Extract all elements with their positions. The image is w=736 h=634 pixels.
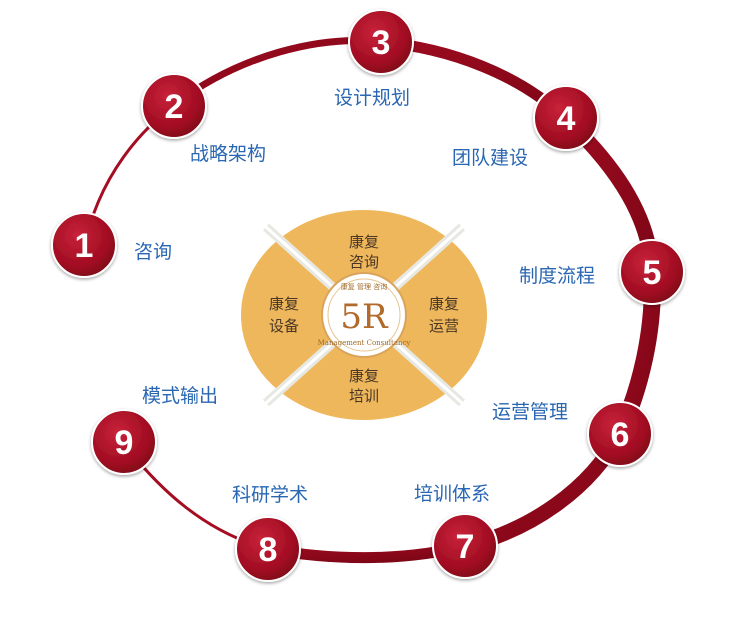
step-number-6: 6	[611, 416, 630, 454]
step-label-4: 团队建设	[452, 147, 528, 169]
step-label-9: 模式输出	[142, 385, 218, 407]
step-label-6: 运营管理	[492, 401, 568, 423]
quadrant-right-line1: 康复	[429, 295, 459, 313]
quadrant-top-line1: 康复	[349, 233, 379, 251]
step-label-1: 咨询	[134, 241, 172, 263]
quadrant-top: 康复 咨询	[349, 233, 379, 271]
step-number-2: 2	[165, 88, 184, 126]
quadrant-left-line2: 设备	[269, 317, 299, 335]
step-number-3: 3	[372, 24, 391, 62]
quadrant-bottom-line2: 培训	[349, 387, 379, 405]
step-badge-5: 5	[619, 239, 685, 305]
step-number-5: 5	[643, 254, 662, 292]
step-number-4: 4	[557, 100, 576, 138]
quadrant-right-line2: 运营	[429, 317, 459, 335]
step-number-7: 7	[456, 528, 475, 566]
quadrant-bottom: 康复 培训	[349, 367, 379, 405]
emblem-bottom-text: Management Consultancy	[318, 339, 411, 347]
step-badge-8: 8	[235, 516, 301, 582]
step-number-9: 9	[115, 424, 134, 462]
quadrant-top-line2: 咨询	[349, 253, 379, 271]
emblem-inner-ring	[327, 278, 401, 352]
step-badge-7: 7	[432, 513, 498, 579]
step-badge-6: 6	[587, 401, 653, 467]
step-label-2: 战略架构	[190, 143, 266, 165]
quadrant-left-line1: 康复	[269, 295, 299, 313]
step-label-7: 培训体系	[414, 483, 490, 505]
step-number-8: 8	[259, 531, 278, 569]
step-badge-4: 4	[533, 85, 599, 151]
step-badge-2: 2	[141, 73, 207, 139]
step-badge-1: 1	[51, 212, 117, 278]
step-badge-9: 9	[91, 409, 157, 475]
emblem-5r: 5R	[340, 297, 389, 337]
center-5r-diagram: 康复 管理 咨询 5R Management Consultancy 康复 咨询…	[241, 210, 487, 420]
quadrant-left: 康复 设备	[269, 295, 299, 335]
emblem-top-text: 康复 管理 咨询	[341, 282, 387, 291]
step-badge-3: 3	[348, 9, 414, 75]
step-label-5: 制度流程	[519, 265, 595, 287]
emblem-circle	[321, 272, 407, 358]
quadrant-bottom-line1: 康复	[349, 367, 379, 385]
step-number-1: 1	[75, 227, 94, 265]
quadrant-right: 康复 运营	[429, 295, 459, 335]
step-label-8: 科研学术	[232, 484, 308, 506]
step-label-3: 设计规划	[334, 87, 410, 109]
